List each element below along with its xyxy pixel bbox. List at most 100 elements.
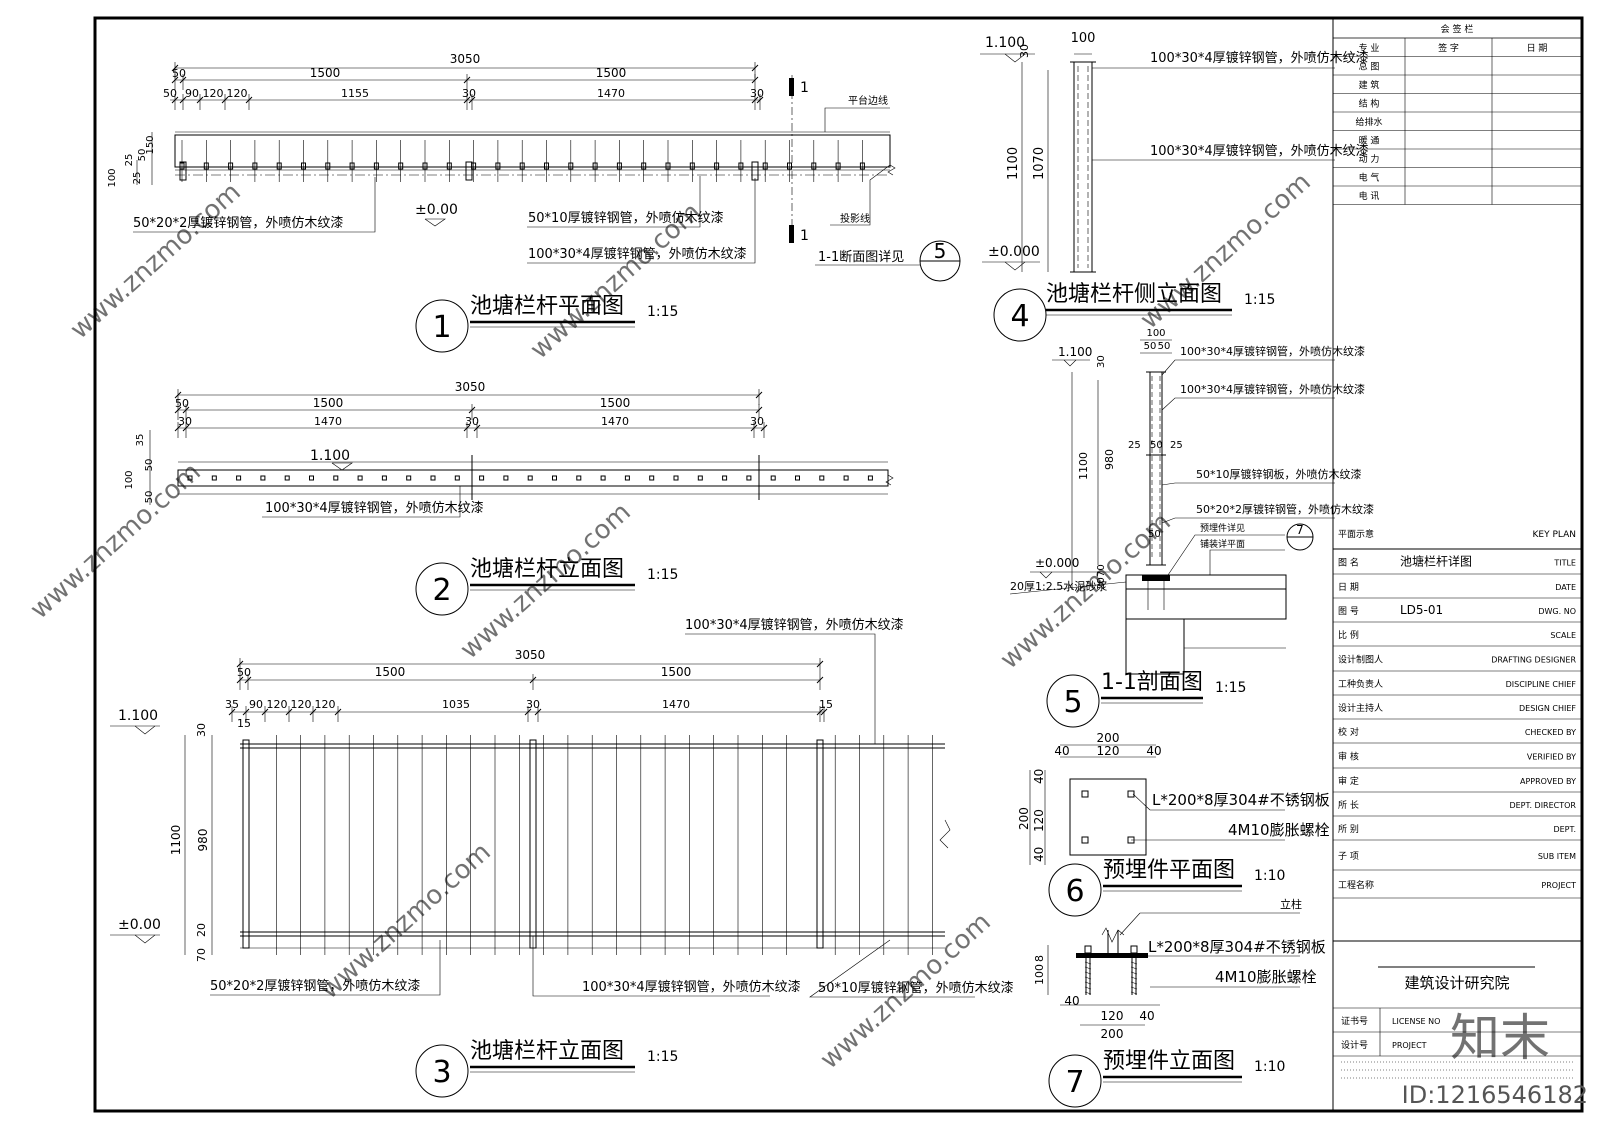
v3-post	[816, 739, 824, 949]
v1-picket-section	[787, 162, 792, 170]
v1-label-1: 50*10厚镀锌钢管，外喷仿木纹漆	[528, 210, 724, 226]
v1-level: ±0.00	[415, 202, 458, 218]
v1-dim-left: 50	[137, 149, 148, 162]
v5-level-bot: ±0.000	[1035, 556, 1079, 570]
tb-row-label: 设计制图人	[1338, 654, 1383, 666]
v2-hole	[430, 475, 436, 481]
v7-scale: 1:10	[1254, 1059, 1285, 1075]
v5-dim-11: 20	[1096, 577, 1107, 590]
v3-dim-bot: 15	[819, 698, 833, 711]
v3-label-1: 50*20*2厚镀锌钢管，外喷仿木纹漆	[210, 978, 420, 994]
view-7-embed-elevation: 40 120 40 200 100 8 立柱 L*200*8厚304#不锈钢板 …	[1033, 897, 1326, 1108]
v1-picket-section	[446, 162, 452, 170]
v2-hole	[381, 475, 387, 481]
v2-hole	[284, 475, 290, 481]
v4-level-bot: ±0.000	[988, 244, 1040, 260]
drawing-border	[93, 16, 1584, 1113]
v2-hole	[722, 475, 728, 481]
v5-mortar: 20厚1:2.5水泥砂浆	[1010, 579, 1107, 593]
v5-number-circle	[1046, 674, 1100, 728]
v7-plate	[1076, 953, 1148, 958]
v1-post	[179, 161, 187, 181]
tb-row-en: VERIFIED BY	[1527, 753, 1576, 762]
tb-row-label: 校 对	[1338, 726, 1359, 738]
v2-hole	[649, 475, 655, 481]
v4-post	[1073, 61, 1093, 273]
discipline-label: 总 图	[1359, 61, 1380, 73]
watermark-id: ID:1216546182	[1402, 1081, 1588, 1109]
v2-hole	[746, 475, 752, 481]
countersign-col-header: 日 期	[1527, 43, 1548, 54]
v1-picket-section	[252, 162, 258, 170]
v3-dim-left: 30	[195, 723, 208, 737]
v7-thread	[1084, 991, 1092, 995]
v2-rail	[177, 469, 889, 487]
v7-thread	[1084, 961, 1092, 965]
v1-rail-outline	[174, 134, 891, 168]
v6-dim-6: 40	[1032, 847, 1046, 862]
v6-title: 预埋件平面图	[1103, 858, 1235, 883]
v5-scale: 1:15	[1215, 680, 1246, 696]
v2-hole	[309, 475, 314, 481]
tb-row-label: 工程名称	[1338, 879, 1374, 891]
v1-picket-section	[544, 162, 549, 170]
v2-hole	[770, 475, 776, 481]
v6-dim-3: 40	[1146, 744, 1161, 758]
v5-footing	[1125, 618, 1185, 675]
v5-label-4: 预埋件详见	[1200, 522, 1245, 534]
v6-label-0: L*200*8厚304#不锈钢板	[1152, 791, 1330, 809]
section-mark-top: 1	[800, 80, 809, 96]
tb-row-label: 工种负责人	[1338, 678, 1383, 690]
v1-label-3: 平台边线	[848, 94, 888, 107]
v2-hole	[357, 475, 363, 481]
license-label: 证书号	[1341, 1016, 1368, 1027]
v4-dim-1: 30	[1018, 44, 1031, 58]
v1-dim-mid: 1500	[596, 66, 627, 80]
v5-title: 1-1剖面图	[1101, 670, 1203, 695]
v7-label-2: 4M10膨胀螺栓	[1215, 968, 1317, 986]
key-plan-en: KEY PLAN	[1533, 530, 1576, 540]
v2-label-0: 100*30*4厚镀锌钢管，外喷仿木纹漆	[265, 500, 484, 516]
tb-row-en: APPROVED BY	[1520, 777, 1576, 786]
v7-thread	[1084, 976, 1092, 980]
v1-dim-left: 150	[145, 135, 156, 154]
view-4-side-elevation: 100 30 1100 1070 1.100 ±0.000 100*30*4厚镀…	[980, 31, 1369, 342]
v3-dim-mid: 50	[237, 666, 251, 679]
v4-label-1: 100*30*4厚镀锌钢管，外喷仿木纹漆	[1150, 143, 1369, 159]
tb-row-en: DEPT. DIRECTOR	[1509, 801, 1576, 810]
v6-number: 6	[1065, 874, 1084, 909]
v2-hole	[673, 475, 679, 481]
countersign-col-header: 专 业	[1359, 42, 1380, 54]
tb-row-en: TITLE	[1553, 559, 1576, 568]
v2-hole	[624, 475, 630, 481]
v3-dim-bot: 30	[526, 698, 540, 711]
v2-hole	[333, 475, 339, 481]
v2-hole	[260, 475, 266, 481]
tb-row-value: LD5-01	[1400, 603, 1443, 617]
tb-row-label: 比 例	[1338, 629, 1359, 641]
v5-label-5: 铺装详平面	[1200, 538, 1245, 550]
v2-hole	[843, 475, 849, 481]
v5-dim-10: 70	[1096, 564, 1107, 577]
v6-dim-7: 200	[1017, 807, 1031, 830]
v1-dim-bot: 120	[203, 87, 224, 100]
v2-level: 1.100	[310, 448, 350, 464]
v1-dim-bot: 1470	[597, 87, 625, 100]
v5-dim-7: 50	[1150, 440, 1163, 451]
v2-dim-bot: 30	[465, 415, 479, 428]
v3-dim-bot: 35	[225, 698, 239, 711]
v2-dim-mid: 1500	[600, 396, 631, 410]
v2-dim-left: 100	[124, 470, 135, 489]
v1-dim-bot: 50	[163, 87, 177, 100]
v7-nut	[1084, 945, 1092, 954]
discipline-label: 动 力	[1359, 153, 1380, 165]
v5-dim-9: 50	[1148, 529, 1161, 540]
v7-nut	[1130, 945, 1138, 954]
v3-level-bot: ±0.00	[118, 917, 161, 933]
view-6-embed-plan: 200 40 120 40 40 120 40 200 L*200*8厚304#…	[1017, 731, 1330, 917]
v3-dim-mid: 1500	[375, 665, 406, 679]
v5-dim-4: 1100	[1077, 452, 1090, 480]
v2-hole	[795, 475, 800, 481]
